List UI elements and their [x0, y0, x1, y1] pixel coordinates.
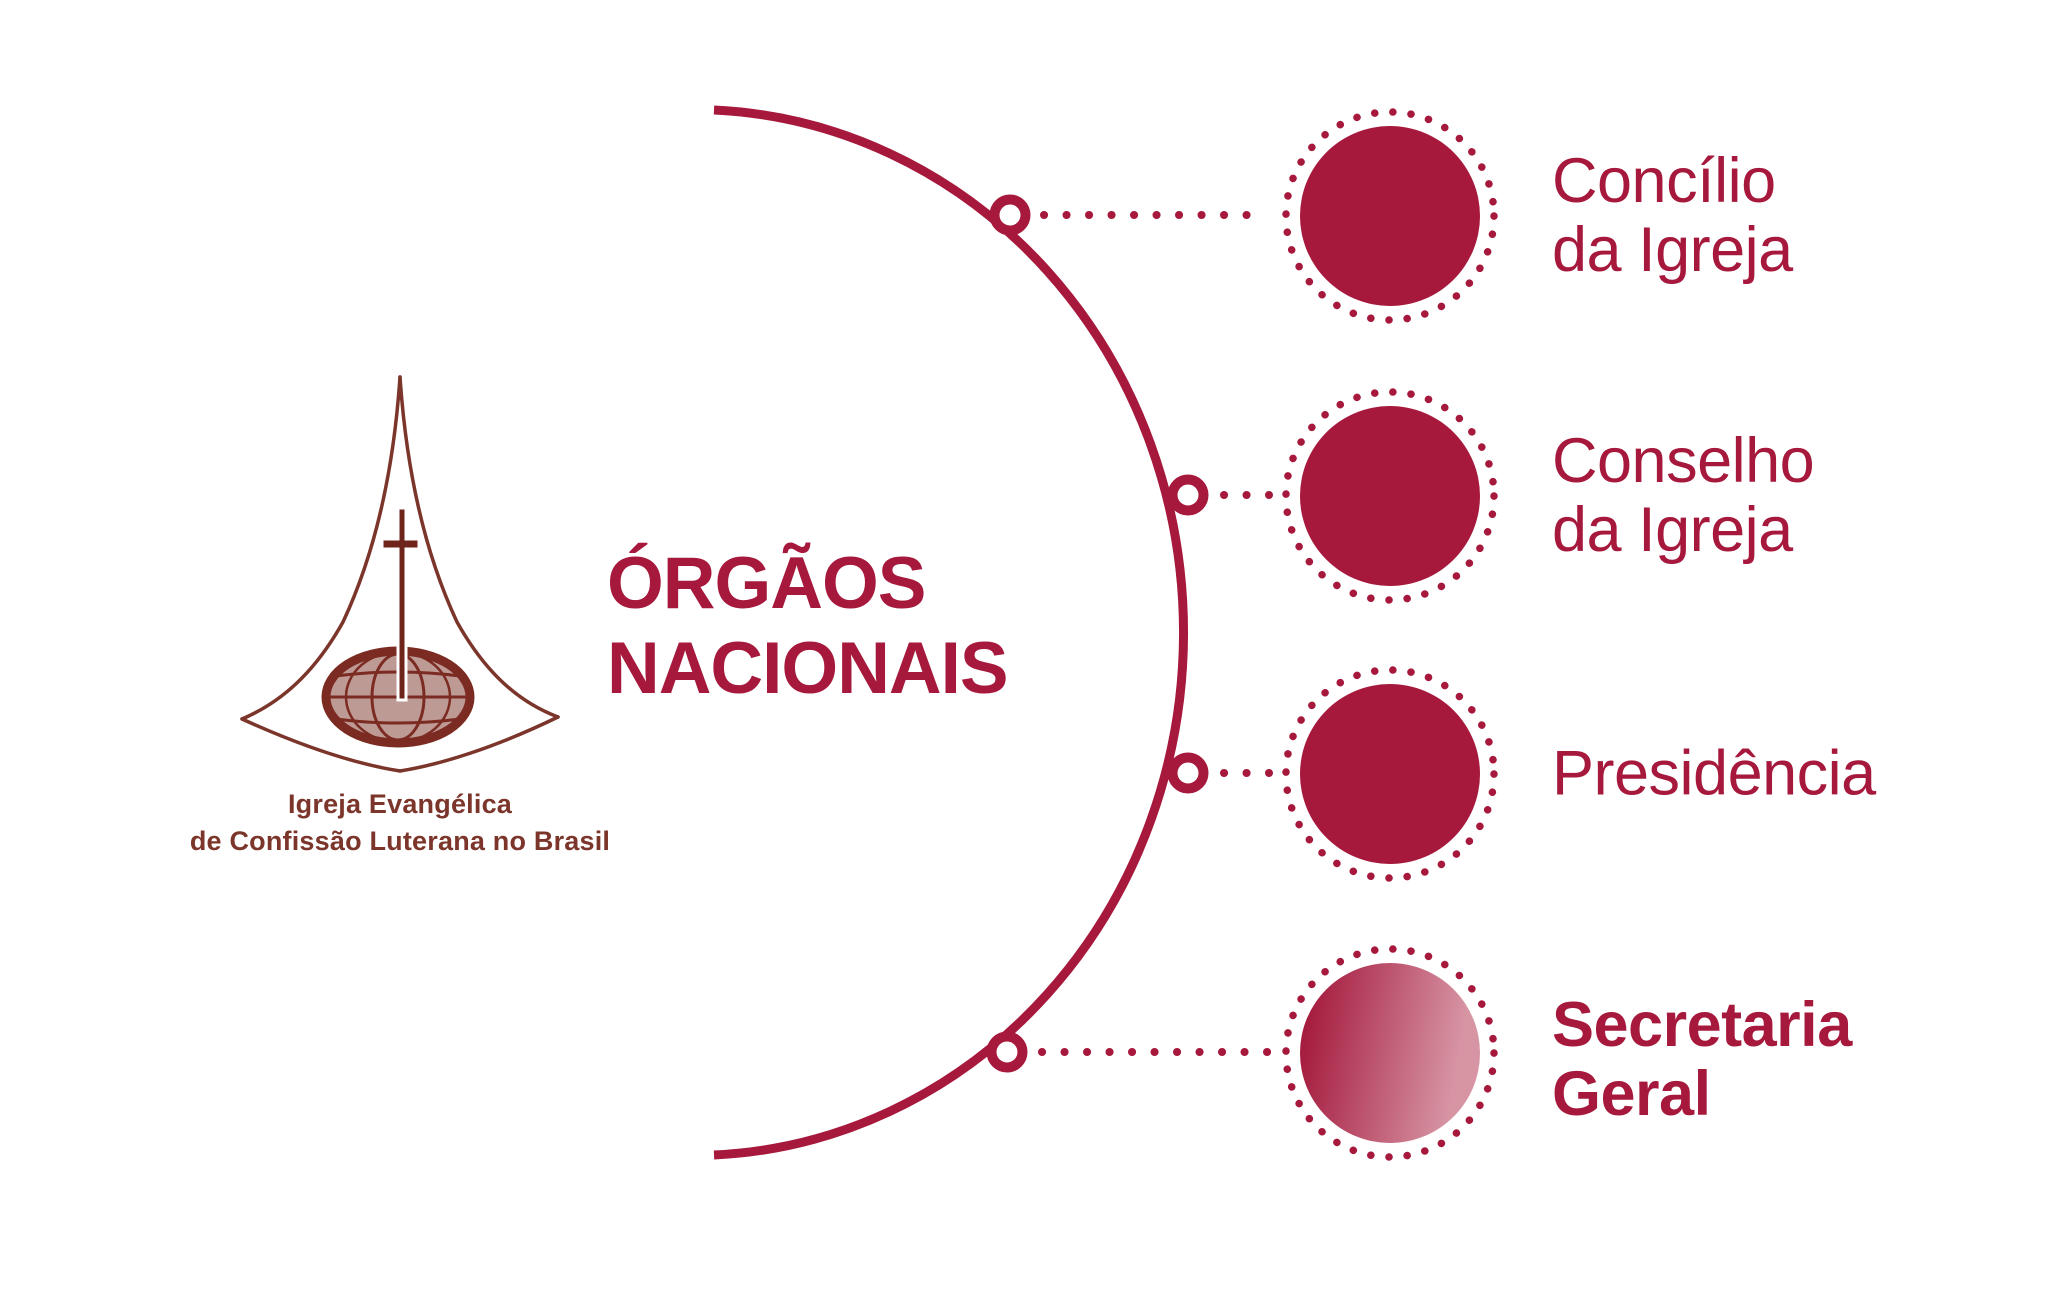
item-label-concilio-da-igreja: Concílio da Igreja: [1552, 146, 1793, 285]
item-label-presidencia: Presidência: [1552, 738, 1876, 809]
logo-caption: Igreja Evangélica de Confissão Luterana …: [150, 786, 650, 860]
logo-spire: [398, 375, 560, 719]
dotted-ring: [1282, 666, 1498, 882]
page-title: ÓRGÃOS NACIONAIS: [607, 543, 1009, 709]
church-logo-icon: [240, 375, 560, 773]
logo-spire: [240, 375, 402, 721]
arc-node: [1167, 752, 1209, 794]
arc-node: [986, 1031, 1028, 1073]
org-circle-concilio: [1300, 126, 1480, 306]
org-circle-presidencia: [1300, 684, 1480, 864]
logo-spire-base: [240, 717, 402, 773]
item-label-conselho-da-igreja: Conselho da Igreja: [1552, 426, 1815, 565]
logo-spire-base: [398, 715, 560, 773]
org-circle-secretaria: [1300, 963, 1480, 1143]
arc-node: [989, 194, 1031, 236]
logo-caption-line1: Igreja Evangélica: [287, 789, 512, 819]
item-label-secretaria-geral: Secretaria Geral: [1552, 990, 1852, 1129]
dotted-ring: [1282, 388, 1498, 604]
main-arc: [713, 105, 1189, 1160]
dotted-ring: [1282, 945, 1498, 1161]
dotted-ring: [1282, 108, 1498, 324]
org-circle-conselho: [1300, 406, 1480, 586]
logo-caption-line2: de Confissão Luterana no Brasil: [189, 826, 611, 856]
arc-node: [1167, 474, 1209, 516]
logo-cross-icon: [380, 506, 421, 702]
